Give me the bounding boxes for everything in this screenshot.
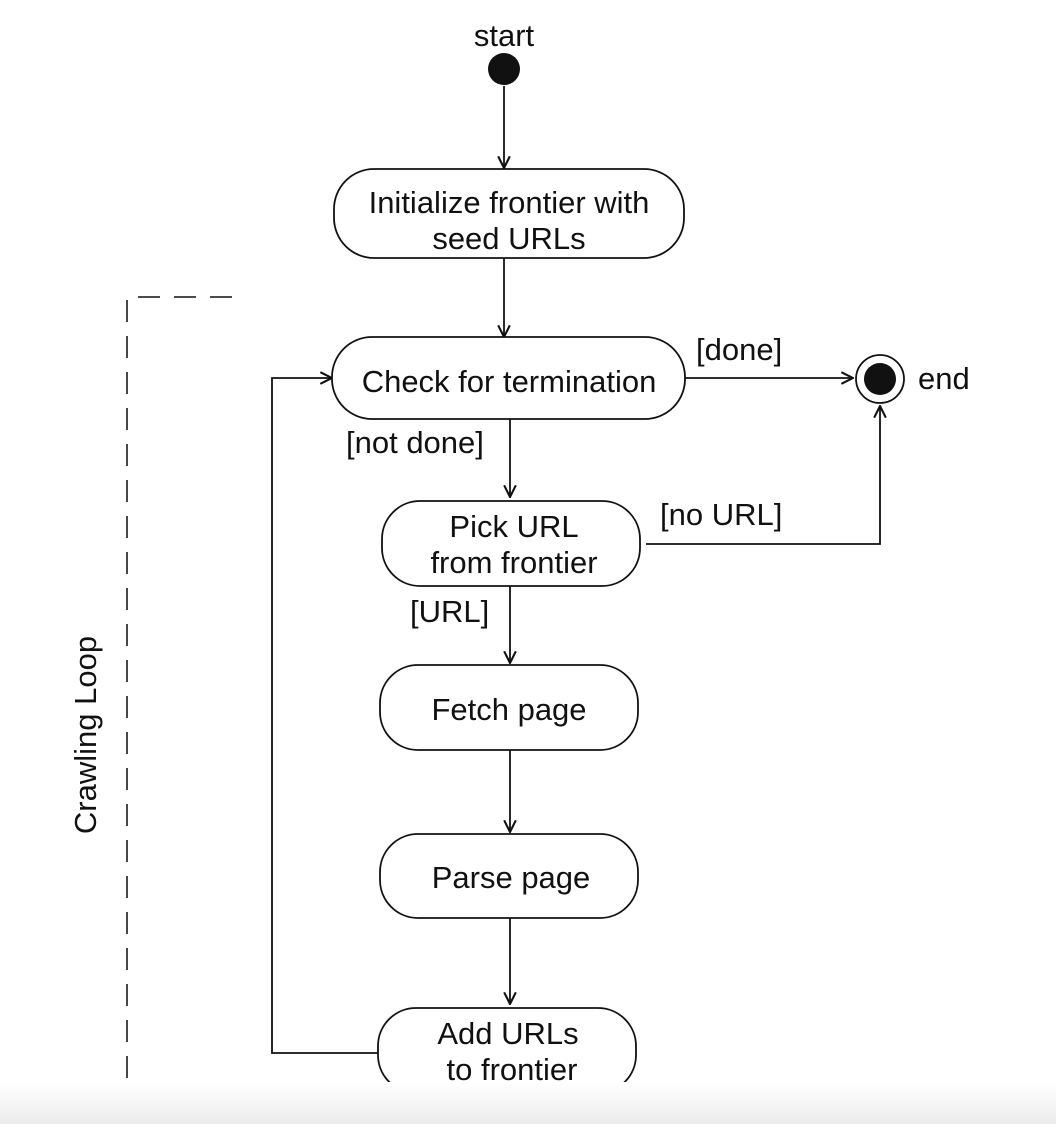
edge-loop-back bbox=[271, 378, 378, 1054]
edge-label-no-url: [no URL] bbox=[660, 497, 782, 532]
start-label: start bbox=[474, 18, 535, 53]
edge-no-url bbox=[646, 406, 880, 545]
end-node bbox=[855, 354, 905, 404]
edge-label-not-done: [not done] bbox=[346, 425, 484, 460]
edge-label-done: [done] bbox=[696, 332, 782, 367]
node-add-urls: Add URLs to frontier bbox=[377, 1007, 637, 1094]
edge-label-url: [URL] bbox=[410, 594, 489, 629]
crawling-loop-label: Crawling Loop bbox=[68, 636, 103, 834]
node-fetch-page: Fetch page bbox=[379, 664, 639, 751]
node-initialize: Initialize frontier with seed URLs bbox=[333, 168, 685, 259]
node-check-termination-label: Check for termination bbox=[362, 364, 657, 399]
node-add-urls-line2: to frontier bbox=[447, 1052, 578, 1087]
node-pick-url: Pick URL from frontier bbox=[381, 500, 641, 587]
start-node bbox=[488, 53, 520, 85]
node-fetch-page-label: Fetch page bbox=[431, 692, 586, 727]
node-pick-url-line2: from frontier bbox=[430, 545, 597, 580]
node-add-urls-line1: Add URLs bbox=[437, 1016, 578, 1051]
node-initialize-line2: seed URLs bbox=[432, 221, 585, 256]
node-parse-page: Parse page bbox=[379, 833, 639, 919]
node-pick-url-line1: Pick URL bbox=[449, 509, 578, 544]
node-parse-page-label: Parse page bbox=[432, 860, 591, 895]
node-check-termination: Check for termination bbox=[331, 336, 686, 420]
crawling-loop-bracket bbox=[126, 296, 232, 1114]
node-initialize-line1: Initialize frontier with bbox=[369, 185, 650, 220]
end-label: end bbox=[918, 361, 970, 396]
